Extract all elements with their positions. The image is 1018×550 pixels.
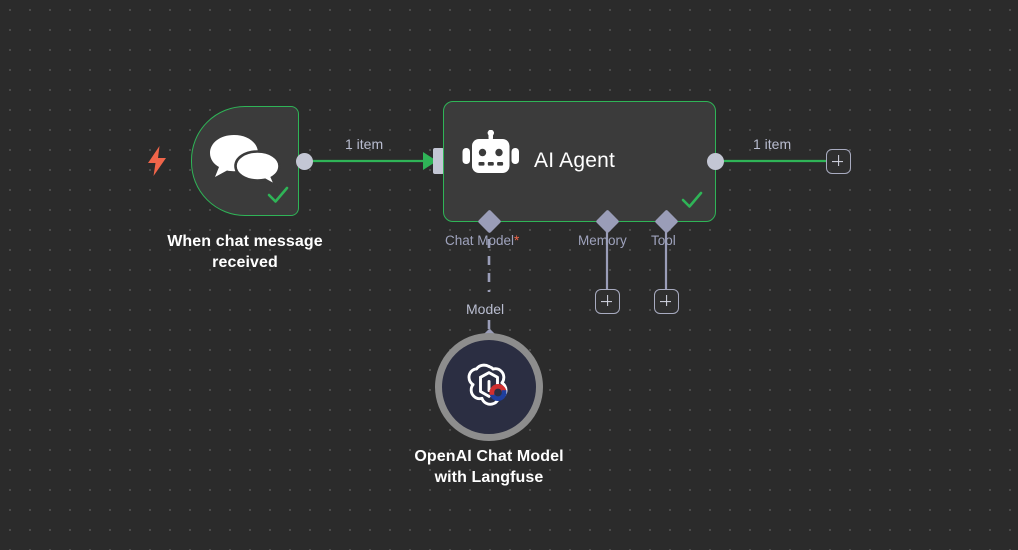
trigger-output-connector[interactable] bbox=[296, 153, 313, 170]
chat-bubbles-icon bbox=[208, 133, 282, 191]
model-node-title: OpenAI Chat Model with Langfuse bbox=[414, 448, 564, 486]
agent-port-label-chat-model: Chat Model* bbox=[445, 233, 519, 248]
trigger-status-check-icon bbox=[266, 183, 290, 212]
edge-label-trigger-to-agent: 1 item bbox=[345, 136, 384, 152]
agent-port-label-memory: Memory bbox=[578, 233, 627, 248]
edge-label-model: Model bbox=[466, 301, 505, 317]
agent-port-label-tool: Tool bbox=[651, 233, 676, 248]
agent-input-connector[interactable] bbox=[433, 148, 444, 174]
add-memory-node-button[interactable] bbox=[595, 289, 620, 314]
langfuse-magnet-glyph bbox=[489, 384, 507, 401]
lightning-bolt-icon bbox=[146, 146, 168, 176]
add-tool-node-button[interactable] bbox=[654, 289, 679, 314]
node-when-chat-message-received[interactable] bbox=[191, 106, 299, 216]
required-asterisk: * bbox=[514, 233, 520, 248]
node-openai-chat-model-with-langfuse[interactable] bbox=[435, 333, 543, 441]
add-node-after-agent-button[interactable] bbox=[826, 149, 851, 174]
agent-status-check-icon bbox=[680, 188, 704, 217]
trigger-node-title: When chat message received bbox=[167, 233, 323, 271]
robot-icon bbox=[462, 129, 520, 185]
agent-output-connector[interactable] bbox=[707, 153, 724, 170]
openai-langfuse-icon bbox=[462, 360, 516, 414]
node-ai-agent[interactable]: AI Agent bbox=[443, 101, 716, 222]
edge-label-agent-to-next: 1 item bbox=[753, 136, 792, 152]
agent-node-label: AI Agent bbox=[534, 149, 615, 172]
agent-port-label-chat-model-text: Chat Model bbox=[445, 233, 515, 248]
